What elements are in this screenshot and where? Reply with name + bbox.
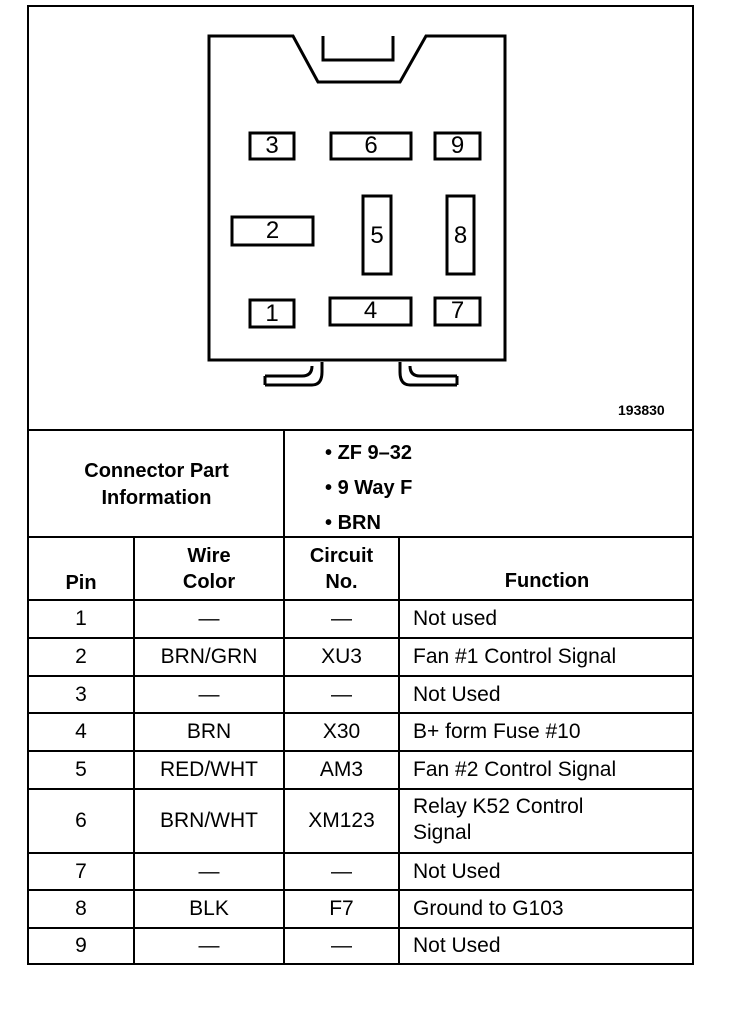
table-cell-circuit: — bbox=[331, 934, 352, 957]
header-wire-color: Wire Color bbox=[182, 545, 236, 593]
table-cell-circuit: — bbox=[331, 859, 352, 883]
connector-part-info-list: • ZF 9–32 • 9 Way F • BRN bbox=[325, 436, 412, 541]
connector-part-info-label: Connector Part Information bbox=[84, 460, 229, 509]
table-cell-function: B+ form Fuse #10 bbox=[413, 720, 581, 743]
divider bbox=[27, 788, 694, 790]
table-cell-pin: 1 bbox=[75, 607, 87, 630]
pin-number-1: 1 bbox=[265, 300, 279, 327]
table-cell-pin: 6 bbox=[75, 809, 87, 832]
table-cell-function: Relay K52 Control bbox=[413, 795, 584, 818]
connector-latch-right bbox=[398, 362, 457, 387]
table-cell-wire-color: BLK bbox=[189, 897, 229, 920]
divider bbox=[27, 889, 694, 891]
connector-latch-left bbox=[265, 362, 324, 387]
table-cell-circuit: F7 bbox=[329, 897, 354, 920]
pin-number-7: 7 bbox=[450, 297, 465, 324]
pin-cavity-9 bbox=[433, 131, 482, 161]
header-pin: Pin bbox=[65, 572, 97, 594]
pin-number-8: 8 bbox=[453, 222, 468, 249]
pin-number-4: 4 bbox=[363, 297, 378, 324]
table-cell-function: Signal bbox=[413, 821, 472, 844]
table-cell-function: Not Used bbox=[413, 859, 501, 883]
pin-cavity-4 bbox=[328, 296, 413, 327]
table-cell-pin: 9 bbox=[75, 934, 87, 957]
pin-cavity-6 bbox=[329, 131, 413, 161]
connector-body bbox=[207, 34, 507, 362]
table-cell-pin: 5 bbox=[75, 758, 87, 781]
table-cell-function: Not Used bbox=[413, 934, 501, 957]
divider bbox=[27, 675, 694, 677]
figure-number: 193830 bbox=[618, 402, 665, 418]
pin-number-9: 9 bbox=[450, 132, 465, 159]
table-cell-circuit: X30 bbox=[322, 720, 361, 743]
table-cell-circuit: XU3 bbox=[321, 645, 362, 668]
divider bbox=[133, 536, 135, 965]
pin-number-6: 6 bbox=[364, 132, 378, 159]
table-cell-wire-color: RED/WHT bbox=[160, 758, 258, 781]
pin-number-3: 3 bbox=[265, 132, 279, 159]
pin-cavity-7 bbox=[433, 296, 482, 327]
table-cell-pin: 8 bbox=[75, 897, 87, 920]
list-item: • ZF 9–32 bbox=[325, 442, 413, 464]
table-cell-function: Not used bbox=[413, 607, 498, 630]
pin-cavity-8 bbox=[445, 194, 476, 276]
table-cell-pin: 3 bbox=[75, 682, 87, 706]
table-cell-wire-color: BRN bbox=[186, 720, 232, 743]
divider bbox=[27, 429, 694, 431]
divider bbox=[27, 927, 694, 929]
pin-cavity-2 bbox=[230, 215, 315, 247]
divider bbox=[398, 536, 400, 965]
pin-cavity-1 bbox=[248, 298, 296, 329]
divider bbox=[27, 750, 694, 752]
pin-cavity-3 bbox=[248, 131, 296, 161]
table-cell-circuit: — bbox=[331, 607, 352, 630]
divider bbox=[27, 536, 694, 538]
table-cell-wire-color: BRN/WHT bbox=[160, 809, 258, 832]
pin-number-2: 2 bbox=[265, 217, 280, 244]
table-cell-function: Fan #2 Control Signal bbox=[413, 758, 617, 781]
divider bbox=[27, 599, 694, 601]
table-cell-circuit: — bbox=[331, 682, 352, 706]
table-cell-pin: 7 bbox=[75, 859, 87, 883]
pin-cavity-5 bbox=[361, 194, 393, 276]
table-cell-wire-color: — bbox=[198, 859, 220, 883]
header-circuit-no: Circuit No. bbox=[309, 545, 374, 593]
table-cell-function: Ground to G103 bbox=[413, 897, 564, 920]
table-cell-circuit: XM123 bbox=[308, 809, 375, 832]
table-cell-wire-color: — bbox=[198, 934, 220, 957]
table-cell-function: Not Used bbox=[413, 682, 501, 706]
table-cell-function: Fan #1 Control Signal bbox=[413, 645, 617, 668]
divider bbox=[27, 712, 694, 714]
table-cell-wire-color: BRN/GRN bbox=[160, 645, 258, 668]
table-cell-pin: 2 bbox=[75, 645, 87, 668]
table-cell-wire-color: — bbox=[198, 607, 220, 630]
diagram-frame bbox=[27, 5, 694, 965]
divider bbox=[27, 637, 694, 639]
pin-number-5: 5 bbox=[370, 222, 384, 249]
list-item: • 9 Way F bbox=[325, 477, 413, 499]
table-cell-circuit: AM3 bbox=[319, 758, 364, 781]
table-cell-pin: 4 bbox=[75, 720, 87, 743]
divider bbox=[283, 429, 285, 965]
header-function: Function bbox=[504, 570, 590, 592]
connector-face-drawing bbox=[207, 34, 507, 387]
table-cell-wire-color: — bbox=[198, 682, 220, 706]
list-item: • BRN bbox=[325, 512, 381, 534]
divider bbox=[27, 852, 694, 854]
